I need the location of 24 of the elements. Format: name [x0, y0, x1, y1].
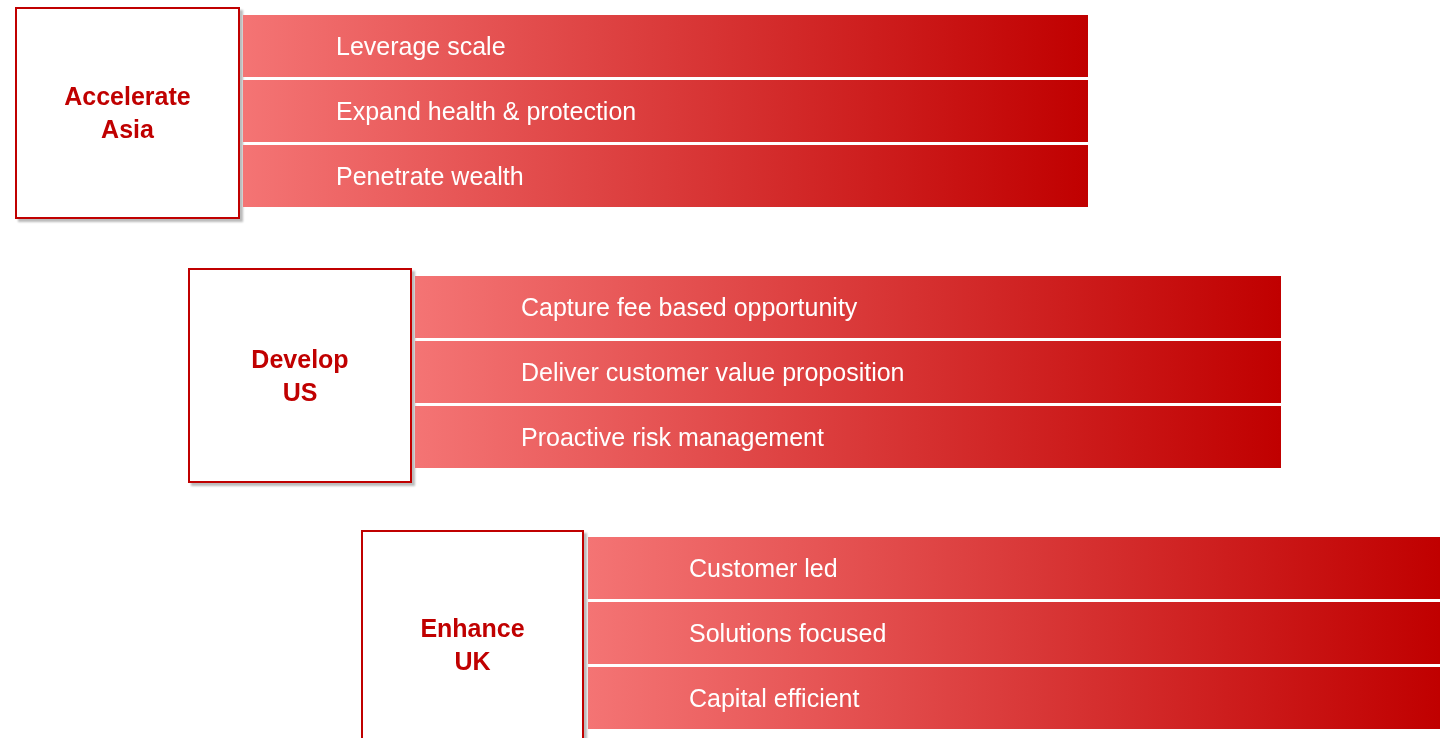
heading-text: Enhance UK [419, 613, 526, 677]
heading-box [188, 268, 412, 483]
heading-box [361, 530, 584, 738]
bar-text: Proactive risk management [521, 422, 824, 452]
bar-text: Deliver customer value proposition [521, 357, 905, 387]
strategy-bar [243, 80, 1088, 142]
bar-text: Capture fee based opportunity [521, 292, 858, 322]
bar-text: Solutions focused [689, 618, 887, 648]
bar-text: Leverage scale [336, 31, 506, 61]
bar-text: Penetrate wealth [336, 161, 524, 191]
bar-text: Capital efficient [689, 683, 860, 713]
bar-text: Expand health & protection [336, 96, 637, 126]
strategy-bar [415, 276, 1281, 338]
strategy-bar [415, 341, 1281, 403]
strategy-bar [588, 667, 1440, 729]
heading-box [15, 7, 240, 219]
bar-text: Customer led [689, 553, 838, 583]
strategy-bar [243, 145, 1088, 207]
strategy-bar [243, 15, 1088, 77]
heading-text: Accelerate Asia [63, 81, 192, 145]
strategy-bar [588, 602, 1440, 664]
heading-text: Develop US [250, 343, 350, 408]
strategy-bar [415, 406, 1281, 468]
strategy-bar [588, 537, 1440, 599]
